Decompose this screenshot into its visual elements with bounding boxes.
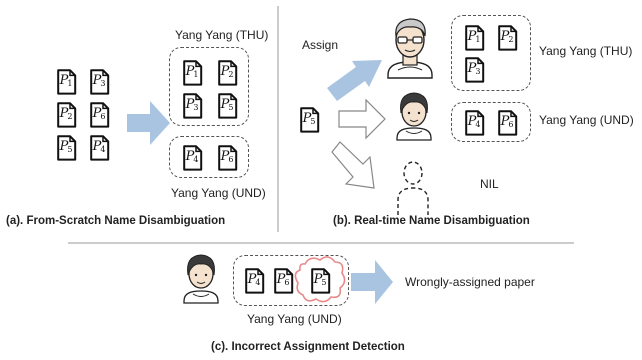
paper-icon: P5 — [311, 268, 331, 294]
paper-icon: P2 — [498, 25, 518, 51]
caption-b: (b). Real-time Name Disambiguation — [333, 215, 530, 227]
caption-a: (a). From-Scratch Name Disambiguation — [6, 215, 226, 227]
paper-outline — [90, 135, 110, 161]
paper-label: P3 — [92, 73, 106, 88]
cluster-thu-a — [169, 47, 249, 126]
paper-outline — [218, 145, 238, 171]
paper-label: P3 — [467, 61, 481, 76]
paper-outline — [274, 268, 294, 294]
blue-arrow-a — [127, 101, 170, 145]
cluster-und-b — [451, 102, 531, 142]
paper-icon: P4 — [183, 145, 203, 171]
paper-label: P6 — [220, 149, 234, 164]
paper-label: P6 — [92, 106, 106, 121]
paper-label: P1 — [185, 64, 199, 79]
paper-label: P2 — [220, 64, 234, 79]
paper-icon: P3 — [465, 57, 485, 83]
paper-label: P6 — [500, 114, 514, 129]
paper-outline — [498, 110, 518, 136]
outline-arrow-und — [338, 98, 386, 140]
paper-outline — [465, 57, 485, 83]
label-und-b: Yang Yang (UND) — [539, 113, 634, 127]
paper-icon: P4 — [465, 110, 485, 136]
paper-icon: P4 — [90, 135, 110, 161]
paper-label: P1 — [59, 73, 73, 88]
cluster-thu-b — [451, 15, 531, 91]
paper-outline — [57, 102, 77, 128]
paper-outline — [90, 102, 110, 128]
paper-outline — [498, 25, 518, 51]
paper-icon: P2 — [218, 60, 238, 86]
paper-outline — [311, 268, 331, 294]
label-und-a: Yang Yang (UND) — [171, 186, 266, 200]
outline-arrow-nil — [331, 141, 375, 189]
paper-icon: P2 — [57, 102, 77, 128]
paper-label: P4 — [247, 272, 261, 287]
paper-outline — [465, 25, 485, 51]
paper-outline — [183, 93, 203, 119]
paper-outline — [90, 69, 110, 95]
paper-icon: P3 — [90, 69, 110, 95]
paper-label: P3 — [185, 97, 199, 112]
paper-label: P5 — [313, 272, 327, 287]
paper-label: P1 — [467, 29, 481, 44]
paper-outline — [218, 93, 238, 119]
cluster-und-c — [233, 255, 349, 306]
paper-outline — [183, 60, 203, 86]
paper-label: P4 — [467, 114, 481, 129]
paper-outline — [57, 69, 77, 95]
paper-outline — [183, 145, 203, 171]
paper-label: P5 — [302, 111, 316, 126]
person-und-icon — [396, 92, 432, 141]
paper-label: P4 — [92, 139, 106, 154]
paper-outline — [300, 107, 320, 133]
label-und-c: Yang Yang (UND) — [247, 312, 342, 326]
label-thu-a: Yang Yang (THU) — [175, 28, 269, 42]
label-nil: NIL — [480, 177, 499, 191]
paper-icon: P6 — [498, 110, 518, 136]
paper-outline — [218, 60, 238, 86]
paper-outline — [245, 268, 265, 294]
paper-outline — [465, 110, 485, 136]
label-thu-b: Yang Yang (THU) — [539, 44, 633, 58]
blue-arrow-c — [351, 260, 393, 304]
paper-outline — [57, 135, 77, 161]
paper-icon: P3 — [183, 93, 203, 119]
paper-label: P5 — [220, 97, 234, 112]
paper-icon: P5 — [57, 135, 77, 161]
paper-label: P2 — [500, 29, 514, 44]
paper-label: P2 — [59, 106, 73, 121]
paper-icon: P6 — [90, 102, 110, 128]
blue-arrow-assign — [327, 60, 382, 101]
paper-label: P4 — [185, 149, 199, 164]
paper-icon: P6 — [218, 145, 238, 171]
paper-icon: P6 — [274, 268, 294, 294]
paper-icon: P4 — [245, 268, 265, 294]
label-assign: Assign — [302, 38, 339, 52]
paper-icon: P5 — [300, 107, 320, 133]
paper-icon: P1 — [465, 25, 485, 51]
cluster-und-a — [169, 136, 249, 178]
person-thu-icon — [387, 18, 433, 79]
person-und-c-icon — [183, 254, 219, 304]
label-wrong: Wrongly-assigned paper — [405, 275, 535, 289]
paper-icon: P5 — [218, 93, 238, 119]
paper-icon: P1 — [183, 60, 203, 86]
paper-icon: P1 — [57, 69, 77, 95]
paper-label: P5 — [59, 139, 73, 154]
person-nil-icon — [397, 161, 429, 215]
caption-c: (c). Incorrect Assignment Detection — [211, 341, 405, 353]
paper-label: P6 — [276, 272, 290, 287]
